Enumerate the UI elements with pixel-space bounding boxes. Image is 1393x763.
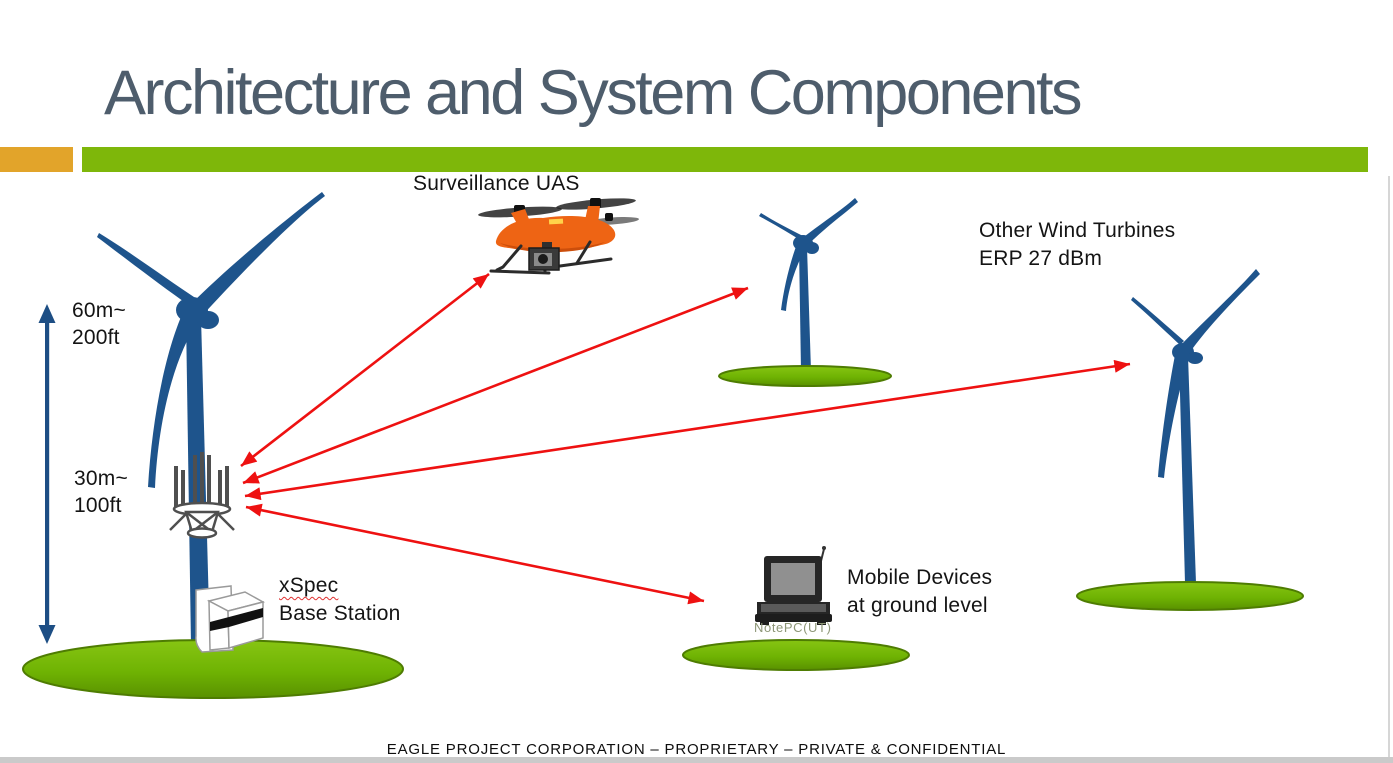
label-other-wind-turbines: Other Wind Turbines ERP 27 dBm: [979, 219, 1176, 270]
left-wind-turbine: [97, 192, 325, 646]
slide-title: Architecture and System Components: [104, 58, 1083, 128]
label-mobile-devices: Mobile Devices at ground level: [847, 566, 993, 617]
label-notepc-caption: NotePC(UT): [754, 620, 832, 635]
link-to-right-turbine: [244, 359, 1131, 501]
label-height-30m: 30m~ 100ft: [74, 467, 128, 517]
rf-link-arrows: [240, 272, 1131, 605]
surveillance-drone: [478, 198, 639, 275]
bottom-edge-strip: [0, 757, 1393, 763]
base-station-unit: [195, 585, 266, 653]
hill-laptop: [682, 639, 910, 671]
notepc-laptop: [755, 546, 832, 625]
image-edge-hairline: [1388, 176, 1390, 757]
hill-middle-turbine: [718, 365, 892, 387]
label-surveillance-uas: Surveillance UAS: [413, 172, 580, 195]
base-station-antenna: [169, 452, 235, 539]
right-wind-turbine: [1131, 269, 1260, 583]
footer-confidential: EAGLE PROJECT CORPORATION – PROPRIETARY …: [386, 741, 1007, 758]
accent-bar-orange: [0, 147, 73, 172]
label-height-60m: 60m~ 200ft: [72, 299, 126, 349]
height-measure-arrow: [38, 304, 56, 644]
accent-bar-green: [82, 147, 1368, 172]
link-to-mobile-device: [245, 503, 705, 605]
hill-right: [1076, 581, 1304, 611]
label-xspec-base-station: xSpec Base Station: [279, 574, 401, 625]
xspec-text: xSpec: [279, 574, 339, 597]
middle-wind-turbine: [759, 198, 858, 371]
link-to-middle-turbine: [242, 286, 749, 485]
